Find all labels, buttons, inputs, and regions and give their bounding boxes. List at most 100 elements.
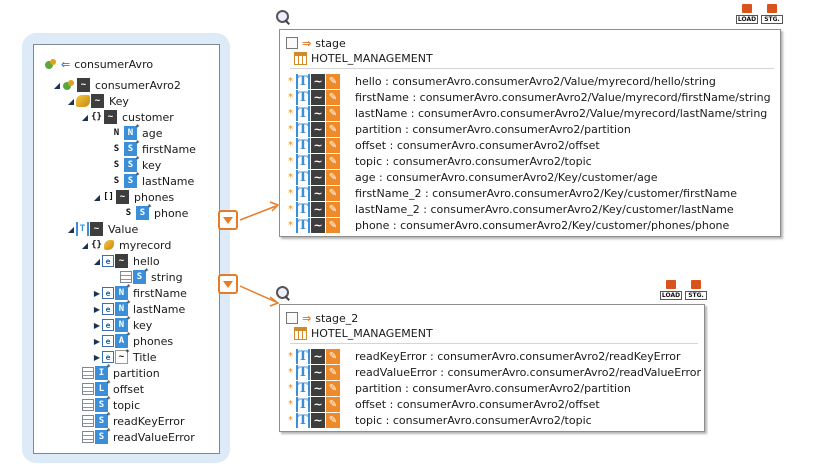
column-type-icon: T [296,105,310,121]
tree-node-lastname[interactable]: S S* lastName [110,171,194,189]
wrench-icon: ✎ [326,412,340,428]
tree-node-value-firstname[interactable]: ▶ e N* firstName [92,283,187,301]
expand-down-icon[interactable]: ◢ [53,80,61,90]
tree-node-value-key[interactable]: ▶ e N* key [92,315,152,333]
tilde-type-icon: ~ [311,396,325,412]
stage-field-row[interactable]: *T~✎firstName : consumerAvro.consumerAvr… [288,89,771,105]
stage-field-row[interactable]: *T~✎firstName_2 : consumerAvro.consumerA… [288,185,737,201]
wrench-icon: ✎ [326,73,340,89]
stage-field-row[interactable]: *T~✎offset : consumerAvro.consumerAvro2/… [288,137,600,153]
expand-down-icon[interactable]: ◢ [93,256,101,266]
tree-node-label: firstName [133,286,187,300]
tree-node-string[interactable]: S* string [120,267,183,285]
expand-down-icon[interactable]: ◢ [67,224,75,234]
tree-node-value[interactable]: ◢ T ~ Value [66,221,138,237]
required-star-icon: * [288,203,293,215]
stage-field-row[interactable]: *T~✎readKeyError : consumerAvro.consumer… [288,348,680,364]
tree-node-firstname[interactable]: S S* firstName [110,139,196,157]
long-field-icon: L* [95,379,111,396]
element-type-icon: e [102,319,114,331]
connector-arrowhead-stage [269,201,280,212]
stage-checkbox[interactable] [286,37,298,49]
expand-down-icon[interactable]: ◢ [81,240,89,250]
field-mapping-text: partition : consumerAvro.consumerAvro2/p… [355,381,631,395]
stage-field-row[interactable]: *T~✎age : consumerAvro.consumerAvro2/Key… [288,169,658,185]
source-tree: ⇐ consumerAvro ◢ ~ consumerAvro2 ◢ ~ Key… [33,44,220,454]
stage-box[interactable]: ⇒ stage HOTEL_MANAGEMENT *T~✎hello : con… [279,29,781,237]
tree-node-label: consumerAvro2 [95,78,181,92]
filter-button-stage-2[interactable] [218,274,238,294]
tree-root[interactable]: ⇐ consumerAvro [44,56,153,72]
stage-checkbox[interactable] [286,312,298,324]
required-star-icon: * [288,139,293,151]
column-type-icon: T [296,169,310,185]
tree-node-topic[interactable]: S* topic [82,395,140,413]
stg-button[interactable]: STG. [685,280,707,300]
schema-name: HOTEL_MANAGEMENT [311,52,433,65]
stg-label: STG. [685,291,707,300]
stage-field-row[interactable]: *T~✎phone : consumerAvro.consumerAvro2/K… [288,217,729,233]
expand-down-icon[interactable]: ◢ [67,96,75,106]
field-mapping-text: hello : consumerAvro.consumerAvro2/Value… [355,74,716,88]
expand-right-icon[interactable]: ▶ [93,288,101,298]
tree-node-phones[interactable]: ◢ [] ~ phones [92,189,174,205]
zoom-icon[interactable] [276,10,290,24]
expand-right-icon[interactable]: ▶ [93,304,101,314]
table-db-icon [294,327,307,340]
expand-right-icon[interactable]: ▶ [93,336,101,346]
expand-down-icon[interactable]: ◢ [81,112,89,122]
load-button[interactable]: LOAD [660,280,682,300]
tree-node-key-field[interactable]: S S* key [110,155,161,173]
tree-node-age[interactable]: N N* age [110,123,163,141]
tilde-type-icon: ~ [311,137,325,153]
tree-node-hello[interactable]: ◢ e ~ hello [92,253,160,269]
stage-field-row[interactable]: *T~✎hello : consumerAvro.consumerAvro2/V… [288,73,716,89]
required-star-icon: * [288,107,293,119]
column-type-icon: T [296,396,310,412]
tree-node-readvalueerror[interactable]: S* readValueError [82,427,195,445]
column-type-icon: T [296,217,310,233]
column-type-icon: T [296,412,310,428]
kafka-source-icon [44,57,58,71]
stg-icon [691,280,701,289]
tree-node-customer[interactable]: ◢ {} ~ customer [80,109,174,125]
table-icon [82,431,94,443]
wrench-icon: ✎ [326,380,340,396]
stage-name: stage_2 [315,311,359,325]
tree-node-consumeravro2[interactable]: ◢ ~ consumerAvro2 [52,77,181,93]
tree-node-label: customer [122,110,174,124]
tree-node-myrecord[interactable]: ◢ {} myrecord [80,237,171,253]
column-type-icon: T [296,348,310,364]
table-icon [82,415,94,427]
tree-node-offset[interactable]: L* offset [82,379,144,397]
expand-down-icon[interactable]: ◢ [93,192,101,202]
stage-2-box[interactable]: ⇒ stage_2 HOTEL_MANAGEMENT *T~✎readKeyEr… [279,304,705,432]
tree-node-partition[interactable]: I* partition [82,363,160,381]
wrench-icon: ✎ [326,105,340,121]
stage-field-row[interactable]: *T~✎readValueError : consumerAvro.consum… [288,364,701,380]
zoom-icon[interactable] [276,286,290,300]
expand-right-icon[interactable]: ▶ [93,352,101,362]
filter-button-stage[interactable] [218,210,238,230]
stage-field-row[interactable]: *T~✎topic : consumerAvro.consumerAvro2/t… [288,153,592,169]
tree-node-value-lastname[interactable]: ▶ e N* lastName [92,299,185,317]
tree-node-readkeyerror[interactable]: S* readKeyError [82,411,185,429]
string-field-icon: S* [124,139,140,156]
stage-field-row[interactable]: *T~✎lastName : consumerAvro.consumerAvro… [288,105,767,121]
wrench-icon: ✎ [326,364,340,380]
stage-field-row[interactable]: *T~✎partition : consumerAvro.consumerAvr… [288,380,631,396]
stage-field-row[interactable]: *T~✎offset : consumerAvro.consumerAvro2/… [288,396,600,412]
tree-node-value-phones[interactable]: ▶ e A* phones [92,331,173,349]
load-button[interactable]: LOAD [736,4,758,24]
tree-node-title[interactable]: ▶ e ~* Title [92,348,157,365]
column-type-icon: T [296,89,310,105]
stg-button[interactable]: STG. [761,4,783,24]
stage-field-row[interactable]: *T~✎partition : consumerAvro.consumerAvr… [288,121,631,137]
tree-node-key[interactable]: ◢ ~ Key [66,93,129,109]
wrench-icon: ✎ [326,396,340,412]
target-arrow-icon: ⇒ [302,36,312,50]
stage-field-row[interactable]: *T~✎topic : consumerAvro.consumerAvro2/t… [288,412,592,428]
stage-field-row[interactable]: *T~✎lastName_2 : consumerAvro.consumerAv… [288,201,734,217]
tree-node-phone[interactable]: S S* phone [122,203,188,221]
expand-right-icon[interactable]: ▶ [93,320,101,330]
